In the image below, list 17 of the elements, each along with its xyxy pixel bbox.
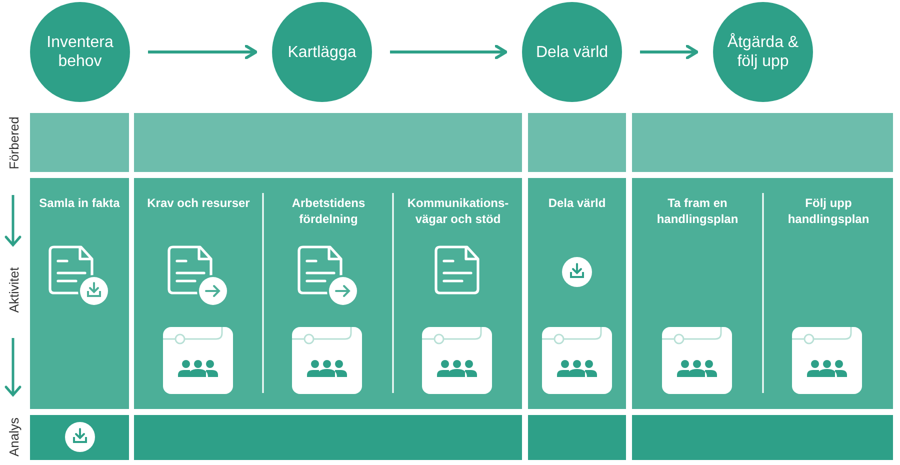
activity-title: Samla in fakta: [38, 195, 121, 211]
activity-title: Ta fram en handlingsplan: [656, 195, 740, 227]
arrow: [640, 44, 698, 60]
step-label: Åtgärda & följ upp: [726, 33, 800, 71]
activity-title: Krav och resurser: [146, 195, 251, 211]
arrow: [390, 44, 508, 60]
step-label: Kartlägga: [286, 42, 358, 62]
row-label: Förbered: [6, 116, 22, 170]
step-label: Inventera behov: [46, 33, 114, 71]
activity-title: Kommunikations- vägar och stöd: [406, 195, 510, 227]
activity-title: Dela värld: [547, 195, 607, 211]
step-label: Dela värld: [534, 42, 610, 62]
row-label: Aktivitet: [6, 267, 22, 313]
activity-title: Arbetstidens fördelning: [290, 195, 366, 227]
arrow: [148, 44, 258, 60]
activity-title: Följ upp handlingsplan: [786, 195, 870, 227]
row-label: Analys: [6, 417, 22, 457]
